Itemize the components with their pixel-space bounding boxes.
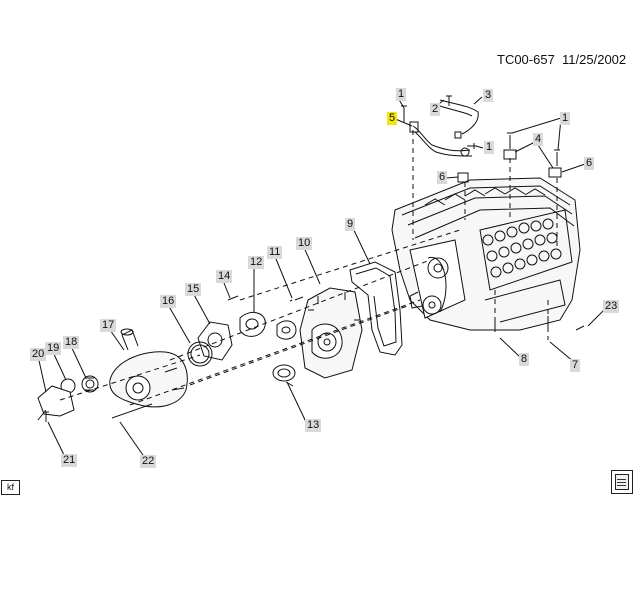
bolt-22-icon [111,403,153,419]
callout-c22[interactable]: 22 [140,455,157,468]
bracket-4b-icon [548,167,562,178]
callout-c21[interactable]: 21 [61,454,78,467]
bolt-1b-icon [467,143,477,149]
water-pump-17 [109,328,188,408]
sensor-23-icon [575,325,585,331]
document-line-3 [617,485,626,486]
crank-seal [272,364,296,382]
bolt-1a-icon [401,105,407,122]
gasket-12 [239,311,266,337]
callout-c1c[interactable]: 1 [560,112,571,125]
callout-c13[interactable]: 13 [305,419,322,432]
callout-c4[interactable]: 4 [533,133,544,146]
callout-c18[interactable]: 18 [63,336,80,349]
front-cover-gasket [349,261,403,356]
callout-c15[interactable]: 15 [185,283,202,296]
callout-c23[interactable]: 23 [603,300,620,313]
callout-c5[interactable]: 5 [387,112,398,125]
kf-label: kf [1,480,20,495]
assembly-lines [59,130,558,406]
bolt-14-icon [227,295,239,301]
callout-c14[interactable]: 14 [216,270,233,283]
gasket-11 [276,320,297,340]
o-ring-16 [187,341,213,367]
document-line-2 [617,482,626,483]
callout-c7[interactable]: 7 [570,359,581,372]
callout-c2[interactable]: 2 [430,103,441,116]
callout-c3[interactable]: 3 [483,89,494,102]
document-icon[interactable] [611,470,633,494]
doc-date: 11/25/2002 [562,52,627,67]
document-line-1 [617,479,626,480]
diagram-header: TC00-657 11/25/2002 [497,52,626,67]
callout-c20[interactable]: 20 [30,348,47,361]
callout-c6b[interactable]: 6 [584,157,595,170]
callout-c16[interactable]: 16 [160,295,177,308]
callout-c6a[interactable]: 6 [437,171,448,184]
thermostat-housing-20 [37,385,75,421]
bolt-1d-icon [554,149,560,166]
callout-c17[interactable]: 17 [100,319,117,332]
engine-block [391,177,581,332]
callout-c9[interactable]: 9 [345,218,356,231]
callout-c8[interactable]: 8 [519,353,530,366]
doc-id: TC00-657 [497,52,555,67]
bolt-2-icon [446,95,452,106]
coolant-crossover-pipe [409,99,479,157]
callout-c11[interactable]: 11 [267,246,283,259]
callout-c12[interactable]: 12 [248,256,265,269]
callout-c10[interactable]: 10 [296,237,313,250]
callout-c19[interactable]: 19 [45,342,62,355]
bolt-21-icon [43,411,49,422]
callout-c1a[interactable]: 1 [396,88,407,101]
bolt-11-icon [289,296,304,302]
callout-c1b[interactable]: 1 [484,141,495,154]
